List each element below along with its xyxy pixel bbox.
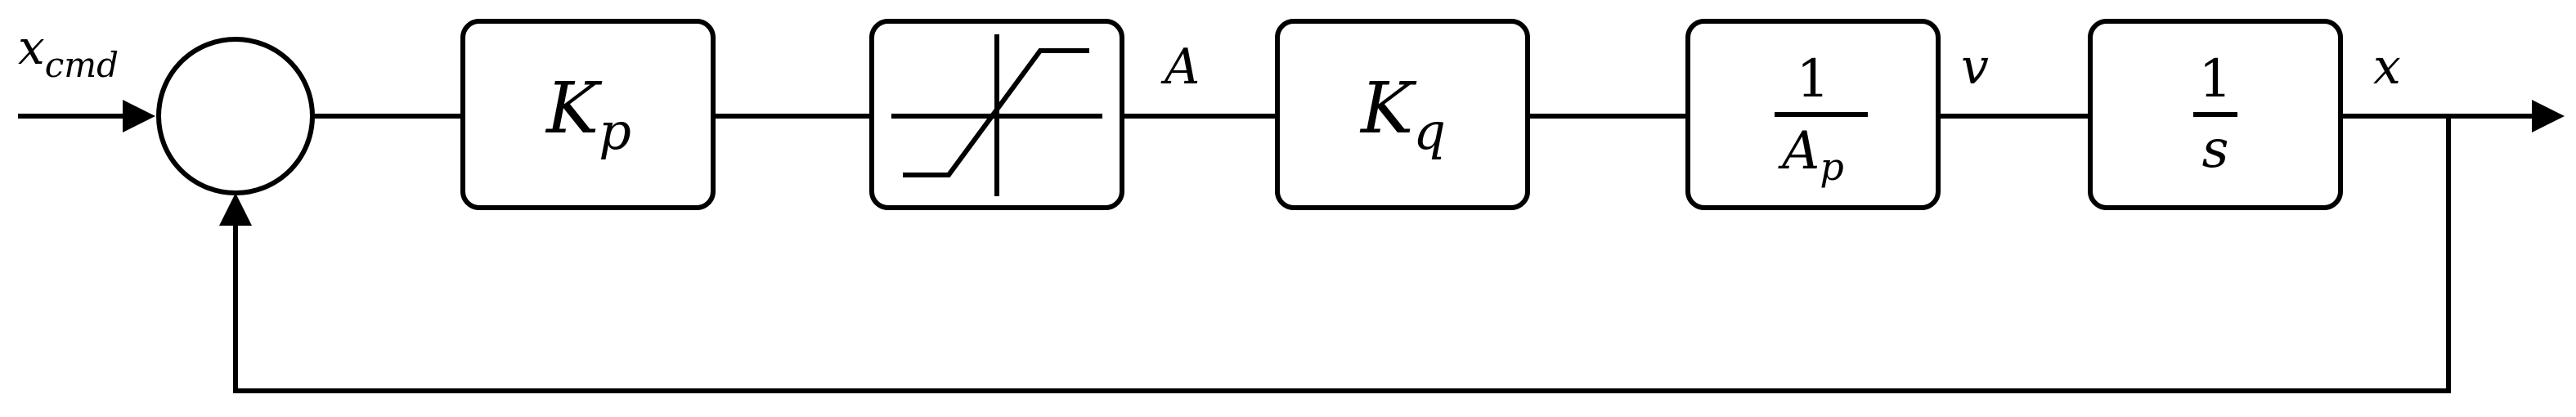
output-label: x [2373,38,2401,96]
feedback-arrowhead [219,193,252,226]
saturation-block [869,19,1124,210]
kq-label: Kq [1359,68,1446,161]
saturation-icon [891,34,1102,196]
integrator-block: 1 s [2088,19,2343,210]
summing-junction [156,37,315,195]
kp-block: Kp [460,19,716,210]
signal-a-label: A [1160,38,1200,96]
kq-block: Kq [1275,19,1530,210]
input-arrowhead [123,100,155,132]
output-arrowhead [2532,100,2565,132]
kp-label: Kp [545,68,631,161]
inverse-area-denominator: Ap [1778,121,1844,189]
input-label: xcmd [18,20,119,85]
integrator-denominator: s [2202,119,2229,180]
inverse-area-numerator: 1 [1797,49,1830,110]
inverse-area-block: 1 Ap [1685,19,1941,210]
integrator-numerator: 1 [2199,49,2233,110]
signal-v-label: v [1961,38,1989,96]
feedback-wire [233,116,2451,393]
